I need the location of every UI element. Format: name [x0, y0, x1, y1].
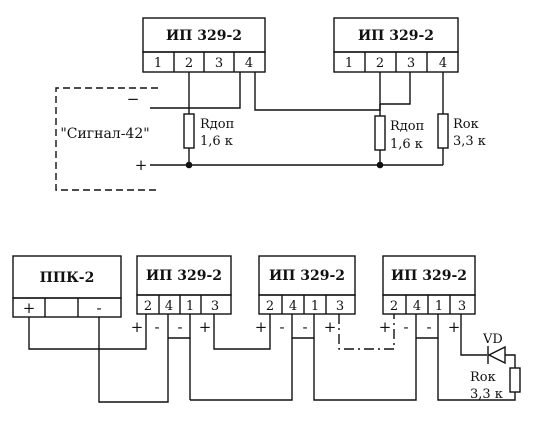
bottom-resistor-rok: [509, 367, 521, 393]
b-s1-pol-plus-right: +: [199, 318, 212, 336]
top-wiring: [150, 72, 444, 166]
bottom-rok-value: 3,3 к: [470, 387, 503, 402]
b-s3-pol-minus-2: -: [426, 318, 431, 336]
top-s1-term-3: 3: [215, 56, 223, 71]
bottom-rok-name: Rок: [470, 370, 496, 385]
top-sensor-1-title: ИП 329-2: [166, 28, 242, 44]
b-s3-pol-plus-right: +: [448, 318, 461, 336]
b-s2-pol-plus-left: +: [255, 318, 268, 336]
top-r2-name: Rдоп: [390, 119, 424, 134]
bottom-sensor-2-terminal-strip: [258, 294, 356, 315]
bottom-sensor-1: [136, 255, 232, 315]
top-r1-value: 1,6 к: [200, 134, 233, 149]
top-r3-name: Rок: [453, 117, 479, 132]
top-junction-2: [376, 161, 384, 169]
top-resistor-r1: [183, 113, 195, 149]
top-device-label: "Сигнал-42": [60, 126, 149, 142]
b-s3-pol-minus-1: -: [403, 318, 408, 336]
top-resistor-r2: [374, 115, 386, 151]
b-s2-term-2: 2: [266, 299, 274, 314]
bottom-panel-plus: +: [23, 299, 36, 317]
top-device-minus: −: [127, 90, 140, 108]
top-junction-1: [185, 161, 193, 169]
top-resistor-rok: [437, 113, 449, 149]
bottom-panel-title: ППК-2: [40, 270, 95, 286]
b-s3-term-3: 3: [458, 299, 466, 314]
b-s2-term-4: 4: [289, 299, 297, 314]
b-s3-term-2: 2: [390, 299, 398, 314]
b-s2-pol-minus-2: -: [302, 318, 307, 336]
b-s2-term-3: 3: [336, 299, 344, 314]
bottom-sensor-3: [382, 255, 476, 315]
diode-label: VD: [482, 332, 503, 347]
top-device-plus: +: [135, 156, 148, 174]
top-sensor-1: [142, 17, 266, 73]
bottom-wiring: [28, 314, 516, 403]
b-s1-pol-minus-1: -: [154, 318, 159, 336]
bottom-sensor-3-terminal-strip: [382, 294, 476, 315]
top-sensor-2: [333, 17, 459, 73]
b-s3-pol-plus-left: +: [379, 318, 392, 336]
top-s1-term-1: 1: [154, 56, 162, 71]
top-s1-term-4: 4: [245, 56, 253, 71]
bottom-sensor-2-title: ИП 329-2: [269, 268, 345, 284]
top-r3-value: 3,3 к: [453, 134, 486, 149]
top-r1-name: Rдоп: [200, 117, 234, 132]
top-s2-term-1: 1: [345, 56, 353, 71]
b-s2-pol-plus-right: +: [324, 318, 337, 336]
b-s1-term-1: 1: [186, 299, 194, 314]
top-s2-term-3: 3: [407, 56, 415, 71]
b-s2-term-1: 1: [311, 299, 319, 314]
top-s2-term-2: 2: [376, 56, 384, 71]
bottom-sensor-3-title: ИП 329-2: [391, 268, 467, 284]
b-s3-term-1: 1: [435, 299, 443, 314]
top-device-box: [55, 87, 158, 191]
b-s3-term-4: 4: [413, 299, 421, 314]
bottom-sensor-2: [258, 255, 356, 315]
top-sensor-2-title: ИП 329-2: [358, 28, 434, 44]
bottom-sensor-1-title: ИП 329-2: [146, 268, 222, 284]
b-s1-pol-plus-left: +: [131, 318, 144, 336]
b-s2-pol-minus-1: -: [279, 318, 284, 336]
bottom-panel: [12, 255, 122, 318]
top-s1-term-2: 2: [185, 56, 193, 71]
bottom-panel-terminal-strip: [12, 297, 122, 318]
b-s1-term-2: 2: [144, 299, 152, 314]
top-r2-value: 1,6 к: [390, 137, 423, 152]
b-s1-pol-minus-2: -: [177, 318, 182, 336]
b-s1-term-4: 4: [165, 299, 173, 314]
bottom-panel-minus: -: [96, 299, 101, 317]
diode-vd: [487, 345, 506, 365]
bottom-sensor-1-terminal-strip: [136, 294, 232, 315]
b-s1-term-3: 3: [211, 299, 219, 314]
top-s2-term-4: 4: [439, 56, 447, 71]
